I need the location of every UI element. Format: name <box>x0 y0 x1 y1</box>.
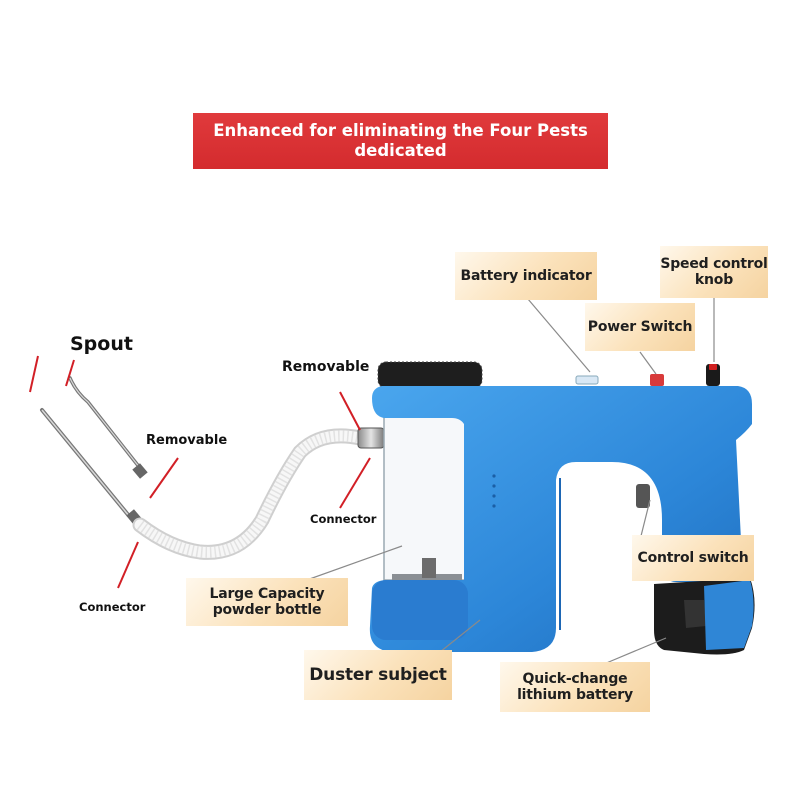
label-spout: Spout <box>70 333 133 355</box>
tag-control-switch: Control switch <box>632 535 754 581</box>
tag-battery-indicator-text: Battery indicator <box>460 267 592 284</box>
tag-speed-control-line-1: Speed control <box>660 256 768 272</box>
label-connector-left: Connector <box>79 600 146 614</box>
leader-lines <box>29 355 371 589</box>
duster-body <box>369 364 752 652</box>
tag-lithium-battery-line-2: lithium battery <box>517 687 633 703</box>
hose <box>132 427 385 560</box>
banner-line-1: Enhanced for eliminating the Four Pests <box>213 121 588 140</box>
banner-line-2: dedicated <box>354 141 447 160</box>
tag-powder-bottle-line-2: powder bottle <box>212 602 322 618</box>
label-connector-mid: Connector <box>310 512 377 526</box>
battery-pack <box>654 578 755 655</box>
tag-powder-bottle-line-1: Large Capacity <box>209 586 325 602</box>
tag-speed-control-line-2: knob <box>694 272 734 288</box>
tag-power-switch: Power Switch <box>585 303 695 351</box>
label-removable-left: Removable <box>146 433 228 448</box>
tag-duster-subject-text: Duster subject <box>309 664 447 685</box>
tag-control-switch-text: Control switch <box>637 549 749 566</box>
tag-powder-bottle: Large Capacity powder bottle <box>186 578 348 626</box>
spout-rods <box>40 376 148 525</box>
tag-lithium-battery: Quick-change lithium battery <box>500 662 650 712</box>
label-removable-top: Removable <box>282 359 370 375</box>
tag-duster-subject: Duster subject <box>304 650 452 700</box>
tag-battery-indicator: Battery indicator <box>455 252 597 300</box>
title-banner: Enhanced for eliminating the Four Pests … <box>193 113 608 169</box>
tag-speed-control: Speed control knob <box>660 246 768 298</box>
tag-lithium-battery-line-1: Quick-change <box>522 671 628 687</box>
tag-power-switch-text: Power Switch <box>587 318 693 335</box>
